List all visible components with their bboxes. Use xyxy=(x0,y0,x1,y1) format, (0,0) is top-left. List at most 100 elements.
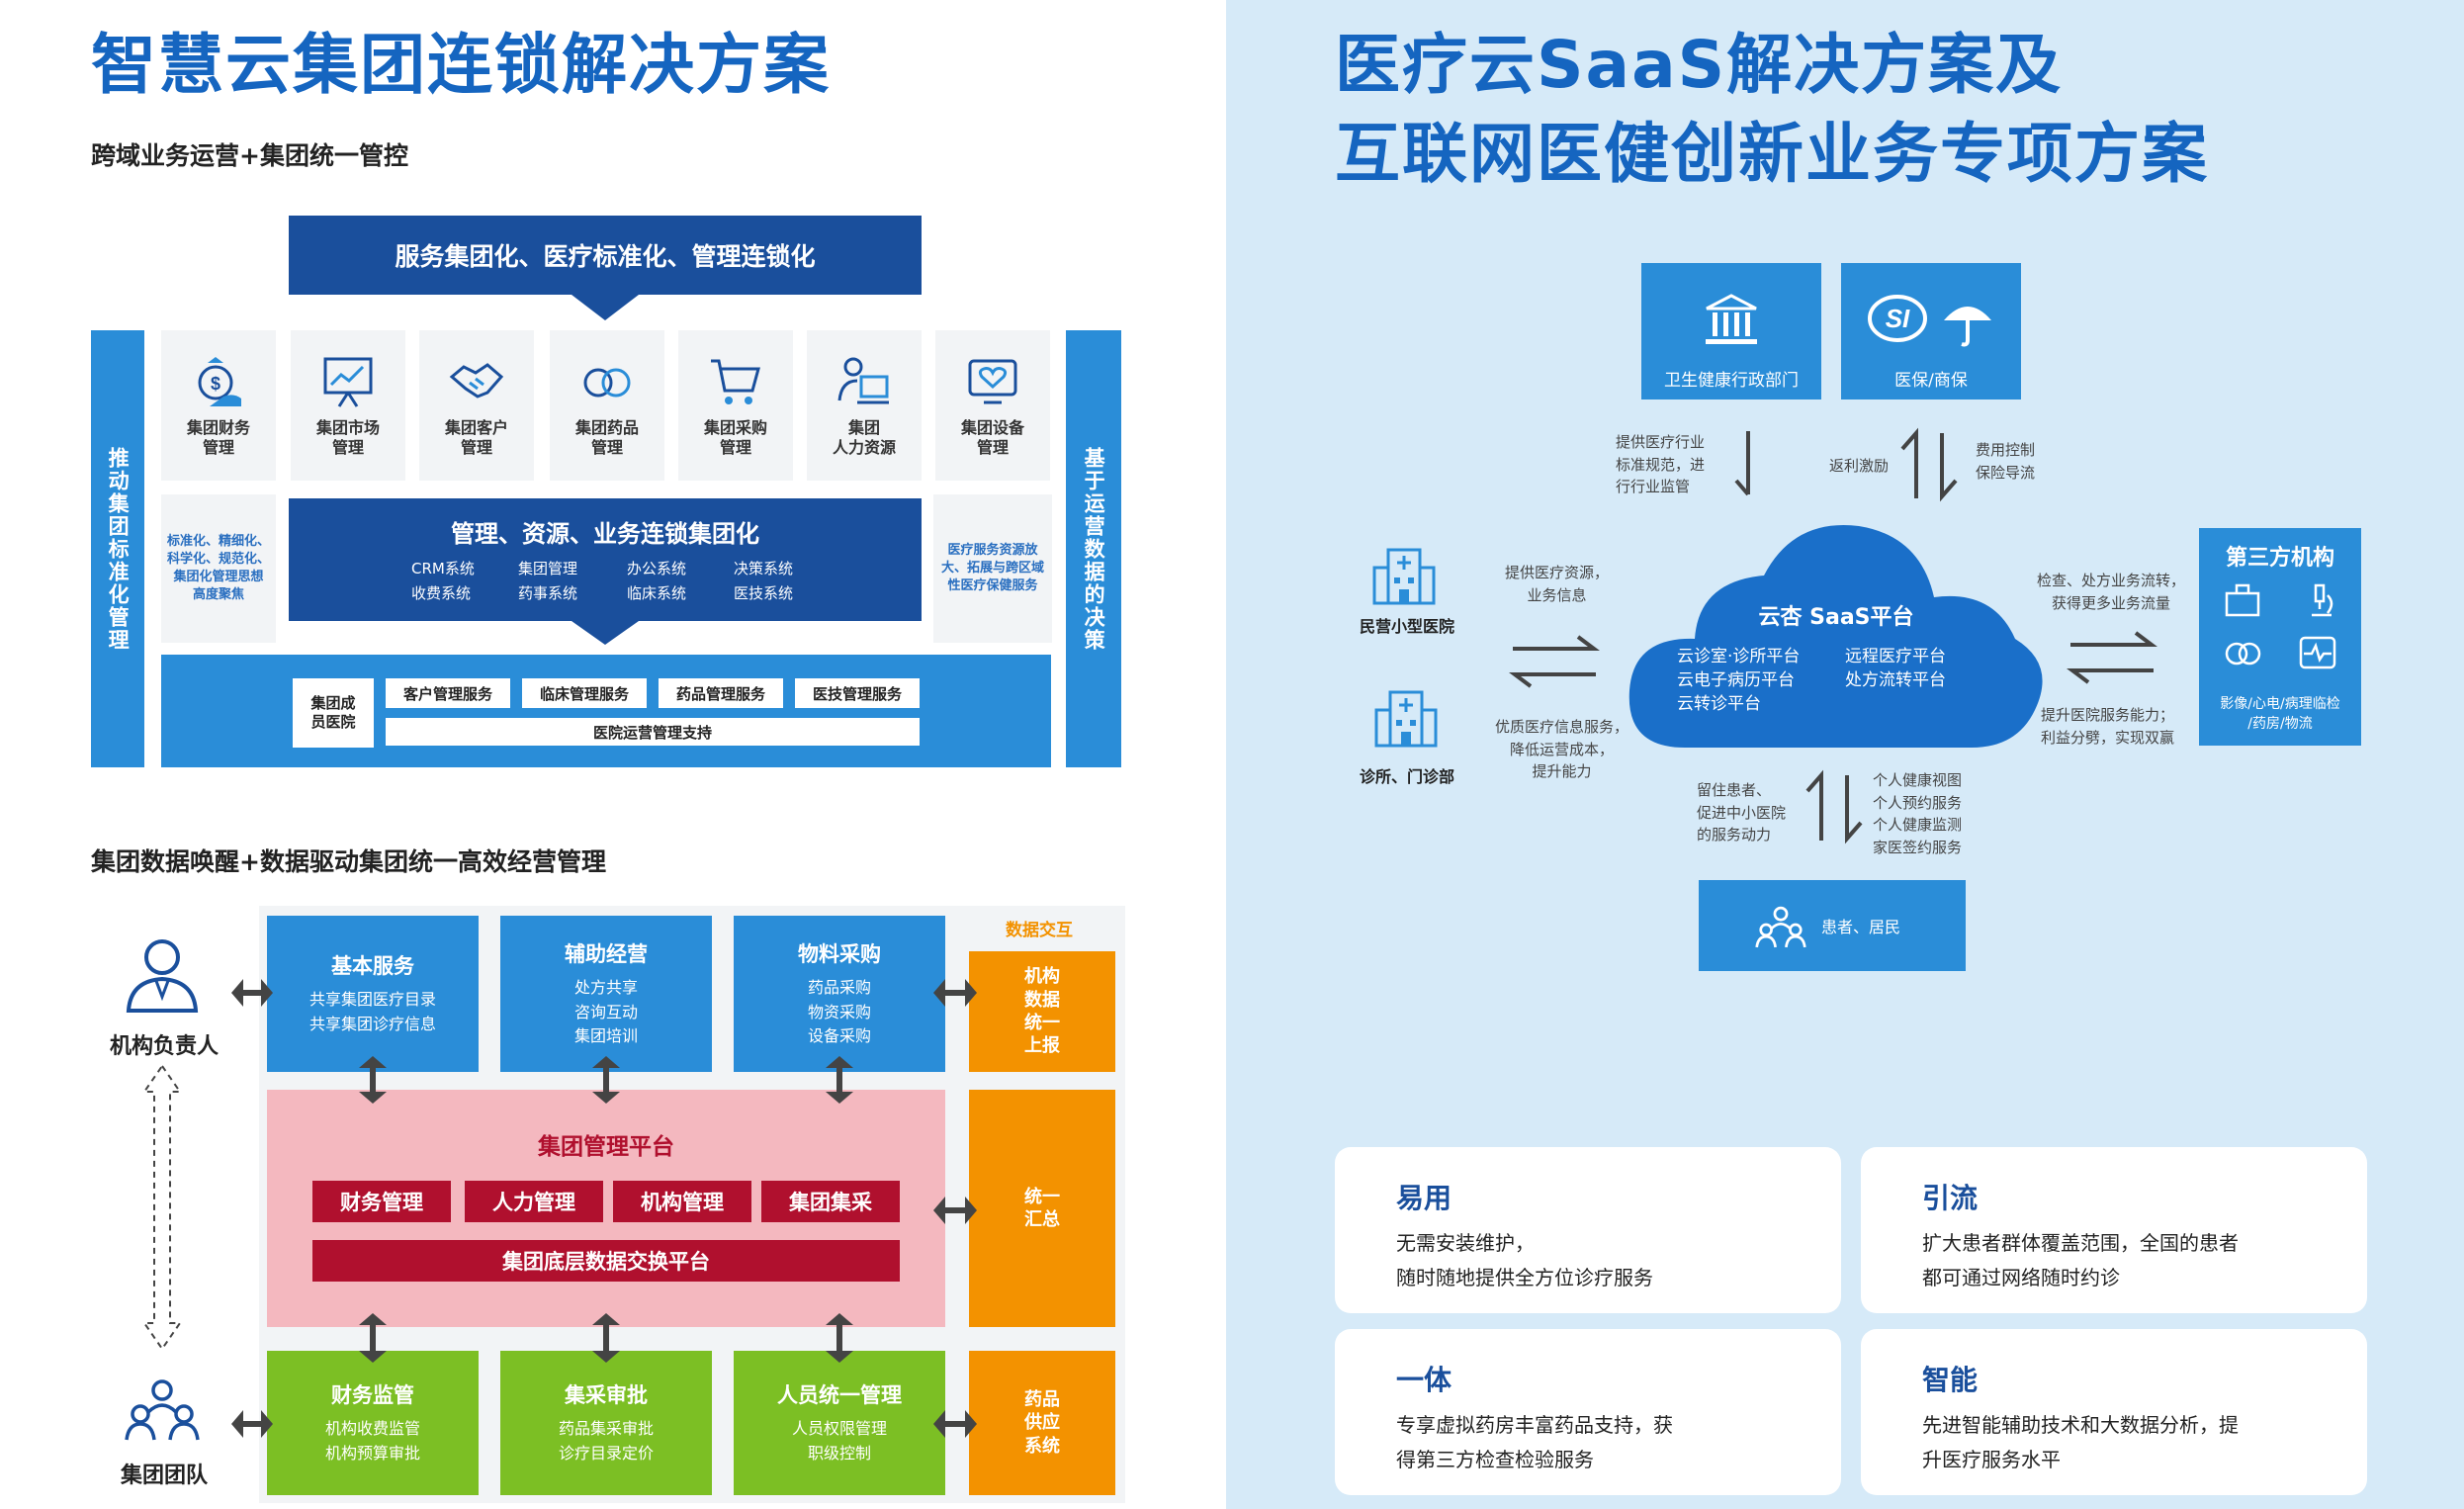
tile-label: 集团采购 管理 xyxy=(703,418,767,457)
mid-system-1: CRM系统 xyxy=(411,560,475,577)
right-exchange-arrows xyxy=(2067,631,2157,684)
gov-arrow-label: 提供医疗行业 标准规范，进 行行业监管 xyxy=(1616,433,1706,495)
left-bottom-label: 优质医疗信息服务， 降低运营成本， 提升能力 xyxy=(1495,718,1629,780)
box-title: 财务监管 xyxy=(331,1383,414,1408)
feature-card-4: 智能先进智能辅助技术和大数据分析，提 升医疗服务水平 xyxy=(1861,1329,2367,1495)
patients-label: 患者、居民 xyxy=(1821,918,1901,936)
shopping-cart-icon xyxy=(711,359,760,404)
feature-card-1: 易用无需安装维护， 随时随地提供全方位诊疗服务 xyxy=(1335,1147,1841,1313)
clinic-label: 诊所、门诊部 xyxy=(1359,767,1454,786)
third-party-desc: 影像/心电/病理临检 /药房/物流 xyxy=(2220,696,2340,733)
mid-pointer xyxy=(572,621,639,645)
left-title: 智慧云集团连锁解决方案 xyxy=(91,27,831,103)
gov-label: 卫生健康行政部门 xyxy=(1664,371,1799,391)
box-title: 集采审批 xyxy=(565,1383,648,1408)
up-down-arrows-insurance xyxy=(1900,427,1958,502)
insurance-box: SI 医保/商保 xyxy=(1841,263,2021,399)
microscope-icon xyxy=(2312,583,2333,617)
tile-label: 集团财务 管理 xyxy=(186,418,250,457)
service-2: 临床管理服务 xyxy=(522,678,647,708)
connector-arrow-bottom-2 xyxy=(592,1313,620,1363)
mid-system-7: 临床系统 xyxy=(627,584,687,602)
left-vertical-bar: 推动集团标准化管理 xyxy=(91,330,144,767)
person-connector-arrow xyxy=(231,979,273,1007)
patient-up-down-arrows xyxy=(1805,769,1863,844)
mid-system-3: 办公系统 xyxy=(627,560,687,577)
box-title: 辅助经营 xyxy=(565,941,648,966)
feature-card-2: 引流扩大患者群体覆盖范围，全国的患者 都可通过网络随时约诊 xyxy=(1861,1147,2367,1313)
orange-box-2: 统一 汇总 xyxy=(969,1090,1115,1327)
right-vertical-bar: 基于运营数据的决策 xyxy=(1066,330,1121,767)
left-subtitle-1: 跨域业务运营+集团统一管控 xyxy=(91,141,408,170)
clinic-icon xyxy=(1374,690,1438,748)
card-title: 智能 xyxy=(1922,1364,1979,1396)
platform-title: 集团管理平台 xyxy=(538,1134,674,1160)
orange-box-1: 机构 数据 统一 上报 xyxy=(969,951,1115,1072)
mid-system-5: 收费系统 xyxy=(411,584,472,602)
rebate-label: 返利激励 xyxy=(1829,457,1890,475)
mid-title: 管理、资源、业务连锁集团化 xyxy=(451,520,759,548)
card-title: 一体 xyxy=(1396,1364,1452,1396)
service-4: 医技管理服务 xyxy=(795,678,920,708)
insurance-label: 医保/商保 xyxy=(1894,371,1968,391)
service-1: 客户管理服务 xyxy=(386,678,510,708)
platform-item-2: 人力管理 xyxy=(465,1181,603,1222)
mid-system-8: 医技系统 xyxy=(734,584,794,602)
handshake-icon xyxy=(449,363,504,399)
mid-dark-box: 管理、资源、业务连锁集团化 CRM系统 集团管理 办公系统 决策系统收费系统 药事系统 临… xyxy=(289,498,922,621)
patients-box: 患者、居民 xyxy=(1699,880,1966,971)
tile-label: 集团药品 管理 xyxy=(574,418,639,457)
control-box-3: 人员统一管理人员权限管理 职级控制 xyxy=(734,1351,945,1495)
mid-system-6: 药事系统 xyxy=(518,584,578,602)
tile-label: 集团客户 管理 xyxy=(444,418,508,457)
patient-right-label: 个人健康视图 个人预约服务 个人健康监测 家医签约服务 xyxy=(1873,771,1963,856)
social-insurance-icon: SI xyxy=(1868,295,1927,342)
exchange-connector-arrow-1 xyxy=(933,979,977,1007)
dashed-vertical-arrow xyxy=(142,1064,182,1351)
connector-arrow-bottom-3 xyxy=(826,1313,853,1363)
banner-pointer xyxy=(572,295,639,320)
tile-7: 集团设备 管理 xyxy=(935,330,1050,481)
monitor-heart-icon xyxy=(968,359,1017,404)
mid-system-4: 决策系统 xyxy=(734,560,794,577)
tile-label: 集团 人力资源 xyxy=(832,418,896,457)
tile-label: 集团设备 管理 xyxy=(960,418,1024,457)
exchange-connector-arrow-3 xyxy=(933,1410,977,1438)
person-icon xyxy=(126,939,199,1013)
right-title-line-1: 医疗云SaaS解决方案及 xyxy=(1335,27,2064,103)
card-desc: 无需安装维护， 随时随地提供全方位诊疗服务 xyxy=(1396,1231,1653,1289)
card-desc: 先进智能辅助技术和大数据分析，提 升医疗服务水平 xyxy=(1922,1413,2239,1471)
orange-box-3: 药品 供应 系统 xyxy=(969,1351,1115,1495)
person-computer-icon xyxy=(837,357,889,404)
tile-4: 集团药品 管理 xyxy=(550,330,664,481)
top-service-box-3: 物料采购药品采购 物资采购 设备采购 xyxy=(734,916,945,1072)
left-subtitle-2: 集团数据唤醒+数据驱动集团统一高效经营管理 xyxy=(91,847,606,876)
cloud-title: 云杏 SaaS平台 xyxy=(1758,605,1914,630)
right-panel: 医疗云SaaS解决方案及 互联网医健创新业务专项方案 卫生健康行政部门 SI 医… xyxy=(1226,0,2464,1509)
right-note: 医疗服务资源放 大、拓展与跨区域 性医疗保健服务 xyxy=(933,494,1052,643)
pills-icon xyxy=(2225,642,2261,666)
mid-system-2: 集团管理 xyxy=(518,560,578,577)
group-team-icon xyxy=(125,1379,200,1441)
right-bottom-label: 提升医院服务能力； 利益分劈，实现双赢 xyxy=(2041,706,2175,747)
tile-2: 集团市场 管理 xyxy=(291,330,405,481)
card-desc: 扩大患者群体覆盖范围，全国的患者 都可通过网络随时约诊 xyxy=(1922,1231,2239,1289)
tile-5: 集团采购 管理 xyxy=(678,330,793,481)
person-bottom-label: 集团团队 xyxy=(120,1464,208,1488)
saas-cloud xyxy=(1628,525,2043,748)
top-service-box-1: 基本服务共享集团医疗目录 共享集团诊疗信息 xyxy=(267,916,479,1072)
card-desc: 专享虚拟药房丰富药品支持，获 得第三方检查检验服务 xyxy=(1396,1413,1673,1471)
cloud-items-right: 远程医疗平台 处方流转平台 xyxy=(1845,647,1946,691)
tile-1: $集团财务 管理 xyxy=(161,330,276,481)
control-box-1: 财务监管机构收费监管 机构预算审批 xyxy=(267,1351,479,1495)
patients-group-icon xyxy=(1755,906,1806,948)
pills-icon xyxy=(583,368,631,398)
service-3: 药品管理服务 xyxy=(659,678,783,708)
box-lines: 处方共享 咨询互动 集团培训 xyxy=(573,977,638,1046)
heart-monitor-icon xyxy=(2299,636,2336,669)
box-lines: 机构收费监管 机构预算审批 xyxy=(324,1419,420,1463)
ops-support: 医院运营管理支持 xyxy=(386,718,920,746)
connector-arrow-top-2 xyxy=(592,1056,620,1104)
left-top-label: 提供医疗资源， 业务信息 xyxy=(1505,564,1610,604)
box-title: 人员统一管理 xyxy=(777,1383,902,1408)
